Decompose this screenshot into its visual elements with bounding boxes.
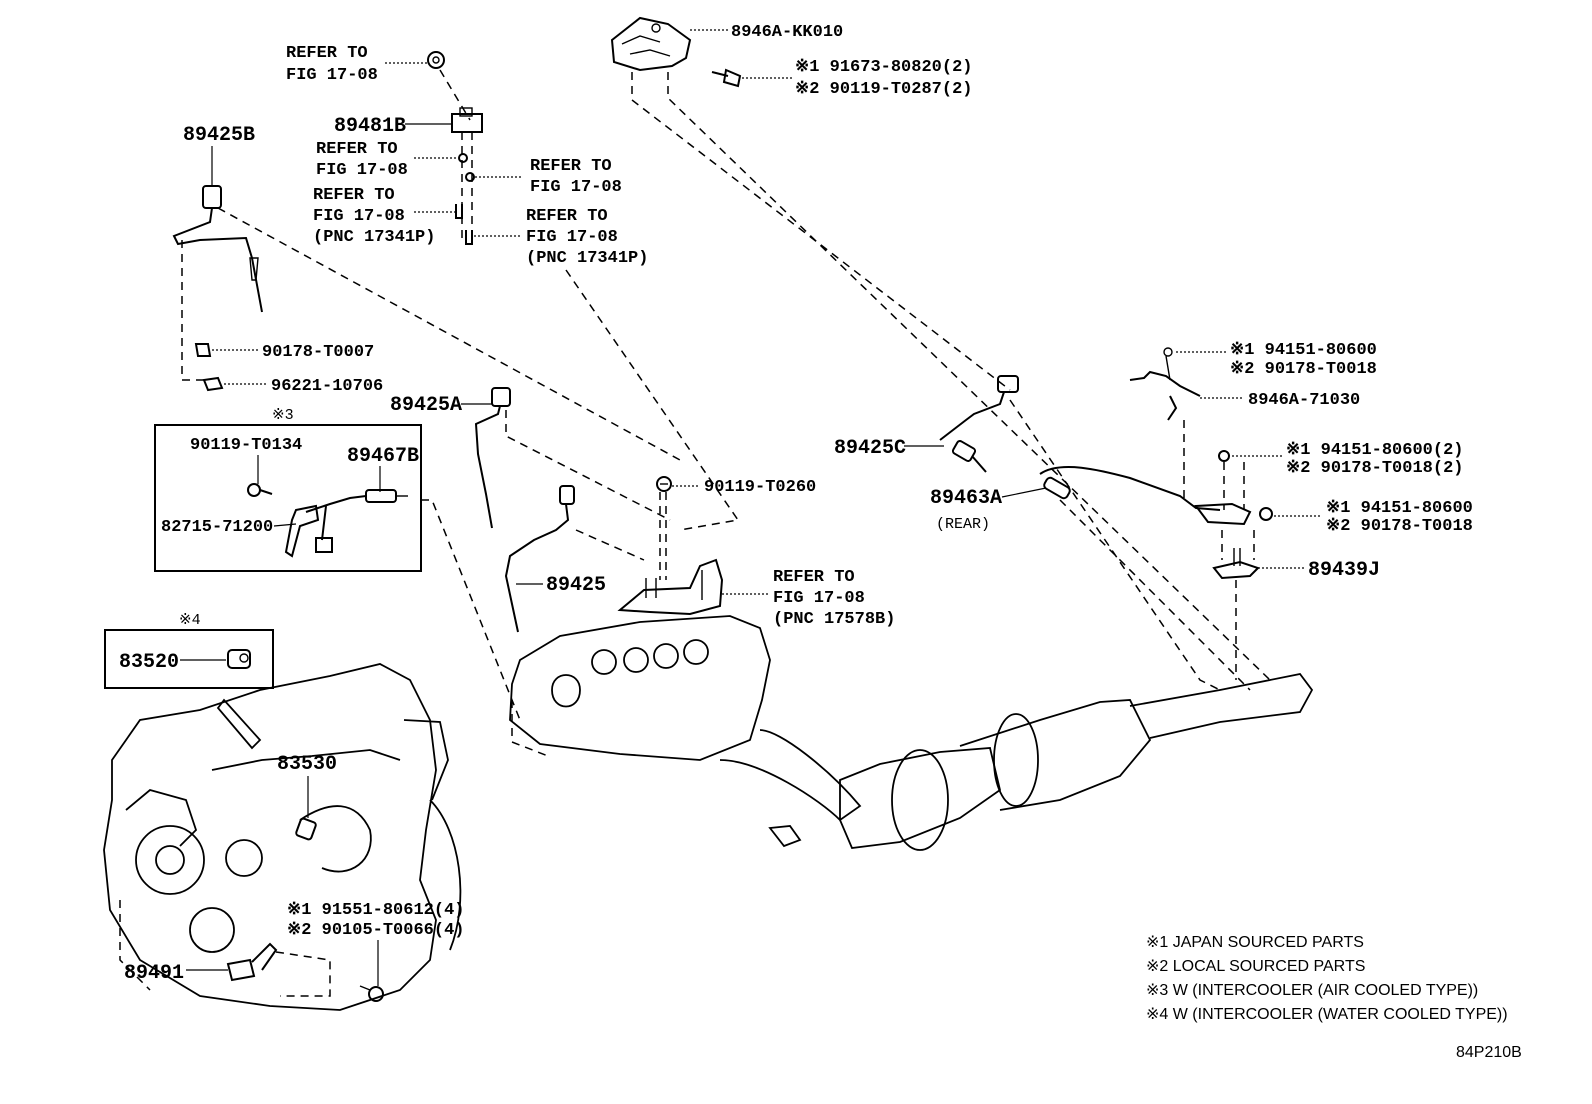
label-89481B: 89481B <box>334 115 406 138</box>
hose-4[interactable] <box>455 204 463 219</box>
label-89467B: 89467B <box>347 445 419 468</box>
refer-text-6b: FIG 17-08 <box>773 589 865 608</box>
sensor-89467B[interactable] <box>305 489 408 553</box>
ecu-bracket-8946A-KK010[interactable] <box>610 16 692 72</box>
crank-sensor-89491[interactable] <box>226 942 278 982</box>
label-90105-T0066: ※2 90105-T0066(4) <box>287 921 464 940</box>
bolt-91673[interactable] <box>711 68 742 88</box>
label-89491: 89491 <box>124 962 184 985</box>
box-note3 <box>154 424 422 572</box>
label-90178-T0018-a: ※2 90178-T0018 <box>1230 360 1377 379</box>
label-90178-T0007: 90178-T0007 <box>262 343 374 362</box>
legend-item-1: ※1 JAPAN SOURCED PARTS <box>1146 934 1364 951</box>
hose-clip-1[interactable] <box>458 153 468 163</box>
refer-text-6c: (PNC 17578B) <box>773 610 895 629</box>
refer-text-4b: FIG 17-08 <box>313 207 405 226</box>
hose-clip-2[interactable] <box>465 172 475 182</box>
sensor-83520[interactable] <box>227 649 251 669</box>
hose-5[interactable] <box>465 230 473 245</box>
refer-text-1b: FIG 17-08 <box>286 66 378 85</box>
label-83520: 83520 <box>119 651 179 674</box>
bolt-90119-T0260[interactable] <box>656 476 672 492</box>
refer-text-5b: FIG 17-08 <box>526 228 618 247</box>
engine-assembly <box>103 663 462 1011</box>
label-89425: 89425 <box>546 574 606 597</box>
label-83530: 83530 <box>277 753 337 776</box>
nut-94151-c[interactable] <box>1259 507 1273 521</box>
legend-item-4: ※4 W (INTERCOOLER (WATER COOLED TYPE)) <box>1146 1006 1508 1023</box>
legend-item-2: ※2 LOCAL SOURCED PARTS <box>1146 958 1365 975</box>
clamp-90178-T0007[interactable] <box>194 343 212 357</box>
note4-mark: ※4 <box>179 612 201 629</box>
label-89425B: 89425B <box>183 124 255 147</box>
exhaust-manifold <box>509 615 771 761</box>
exhaust-temp-sensor-89425[interactable] <box>504 485 575 633</box>
label-94151-80600-c: ※1 94151-80600 <box>1326 499 1473 518</box>
pressure-sensor-89481B[interactable] <box>451 107 483 133</box>
label-90178-T0018-b: ※2 90178-T0018(2) <box>1286 459 1463 478</box>
wire-harness-8946A-71030[interactable] <box>1129 347 1201 421</box>
refer-text-3b: FIG 17-08 <box>530 178 622 197</box>
refer-text-2b: FIG 17-08 <box>316 161 408 180</box>
refer-text-5a: REFER TO <box>526 207 608 226</box>
label-82715-71200: 82715-71200 <box>161 518 273 537</box>
exhaust-temp-sensor-89425A[interactable] <box>474 387 511 529</box>
nut-top-left[interactable] <box>427 51 445 69</box>
refer-text-2a: REFER TO <box>316 140 398 159</box>
bolt-90119-T0134[interactable] <box>247 483 273 497</box>
label-89425A: 89425A <box>390 394 462 417</box>
legend-item-3: ※3 W (INTERCOOLER (AIR COOLED TYPE)) <box>1146 982 1478 999</box>
nut-94151-b[interactable] <box>1218 450 1230 462</box>
label-90119-T0134: 90119-T0134 <box>190 436 302 455</box>
box-note4 <box>104 629 274 689</box>
diagram-id: 84P210B <box>1456 1044 1522 1061</box>
label-96221-10706: 96221-10706 <box>271 377 383 396</box>
refer-text-4c: (PNC 17341P) <box>313 228 435 247</box>
exhaust-pipe-catalyst <box>719 673 1314 851</box>
refer-text-1a: REFER TO <box>286 44 368 63</box>
refer-text-6a: REFER TO <box>773 568 855 587</box>
label-91551-80612: ※1 91551-80612(4) <box>287 901 464 920</box>
bracket-82715-71200[interactable] <box>284 504 320 558</box>
label-94151-80600-b: ※1 94151-80600(2) <box>1286 441 1463 460</box>
exhaust-temp-sensor-89425B[interactable] <box>172 185 263 313</box>
bracket-89439J[interactable] <box>1194 502 1260 580</box>
label-rear: (REAR) <box>936 516 990 533</box>
label-90119-T0287: ※2 90119-T0287(2) <box>795 80 972 99</box>
label-91673-80820: ※1 91673-80820(2) <box>795 58 972 77</box>
legend: ※1 JAPAN SOURCED PARTS ※2 LOCAL SOURCED … <box>1146 934 1508 1023</box>
label-8946A-KK010: 8946A-KK010 <box>731 23 843 42</box>
label-90178-T0018-c: ※2 90178-T0018 <box>1326 517 1473 536</box>
bolt-91551[interactable] <box>359 985 384 1002</box>
exhaust-temp-sensor-89425C[interactable] <box>939 375 1019 473</box>
refer-text-4a: REFER TO <box>313 186 395 205</box>
label-89439J: 89439J <box>1308 559 1380 582</box>
label-94151-80600-a: ※1 94151-80600 <box>1230 341 1377 360</box>
oxygen-sensor-89463A[interactable] <box>1039 466 1221 511</box>
sensor-mount-bracket[interactable] <box>617 558 724 616</box>
label-89425C: 89425C <box>834 437 906 460</box>
refer-text-5c: (PNC 17341P) <box>526 249 648 268</box>
refer-text-3a: REFER TO <box>530 157 612 176</box>
label-8946A-71030: 8946A-71030 <box>1248 391 1360 410</box>
label-90119-T0260: 90119-T0260 <box>704 478 816 497</box>
label-89463A: 89463A <box>930 487 1002 510</box>
sensor-83530[interactable] <box>295 817 317 841</box>
clamp-96221-10706[interactable] <box>202 376 224 392</box>
note3-mark: ※3 <box>272 407 294 424</box>
